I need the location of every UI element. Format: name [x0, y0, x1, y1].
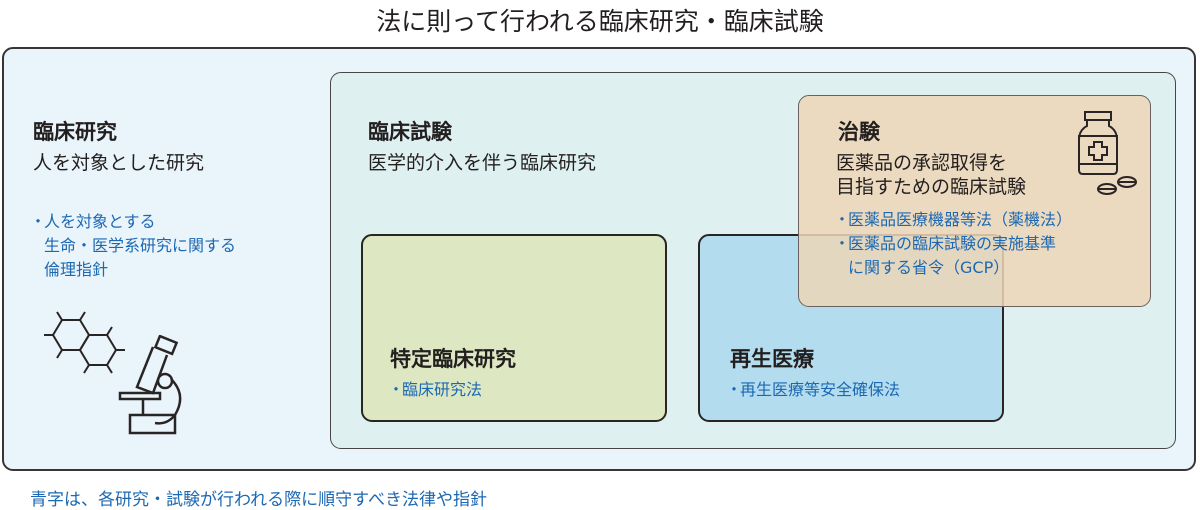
chiken-description: 医薬品の承認取得を目指すための臨床試験 [836, 152, 1027, 198]
clinical-research-description: 人を対象とした研究 [33, 152, 205, 174]
regenerative-medicine-law: ・再生医療等安全確保法 [726, 380, 901, 399]
molecule-icon [44, 311, 125, 374]
specified-clinical-research-heading: 特定臨床研究 [390, 347, 516, 371]
clinical-trial-heading: 臨床試験 [368, 120, 452, 144]
specified-clinical-research-box [361, 234, 667, 422]
clinical-research-heading: 臨床研究 [33, 120, 117, 144]
regenerative-medicine-heading: 再生医療 [730, 347, 814, 371]
footer-note: 青字は、各研究・試験が行われる際に順守すべき法律や指針 [30, 490, 487, 510]
clinical-trial-description: 医学的介入を伴う臨床研究 [368, 152, 597, 174]
chiken-box [798, 95, 1151, 307]
page-title: 法に則って行われる臨床研究・臨床試験 [376, 7, 824, 36]
clinical-research-guidelines: ・人を対象とする 生命・医学系研究に関する 倫理指針 [30, 212, 237, 279]
chiken-laws: ・医薬品医療機器等法（薬機法） ・医薬品の臨床試験の実施基準 に関する省令（GC… [834, 210, 1073, 277]
medicine-bottle-icon [1078, 111, 1137, 195]
microscope-icon [118, 335, 182, 435]
chiken-heading: 治験 [838, 120, 880, 144]
specified-clinical-research-law: ・臨床研究法 [388, 380, 483, 399]
